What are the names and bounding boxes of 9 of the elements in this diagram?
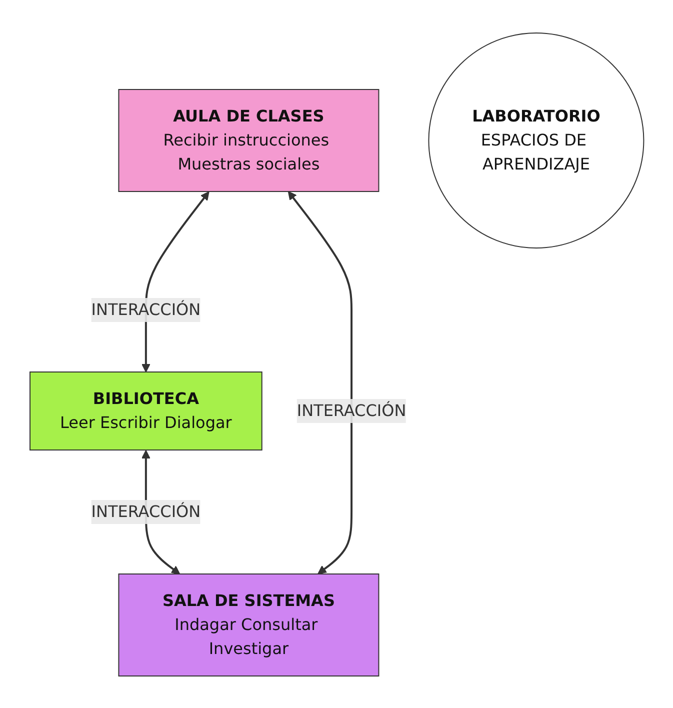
edge-label: INTERACCIÓN [90, 501, 200, 520]
node-box: BIBLIOTECA Leer Escribir Dialogar [29, 371, 262, 450]
node-box: AULA DE CLASES Recibir instrucciones Muestras sociales [118, 88, 379, 192]
node-circle: LABORATORIO ESPACIOS DE APRENDIZAJE [428, 32, 644, 248]
arrow [288, 190, 352, 574]
node-box: SALA DE SISTEMAS Indagar Consultar Investigar [118, 572, 379, 676]
arrow [141, 190, 209, 372]
edge-label: INTERACCIÓN [296, 400, 406, 420]
edge-label: INTERACCIÓN [90, 299, 200, 318]
